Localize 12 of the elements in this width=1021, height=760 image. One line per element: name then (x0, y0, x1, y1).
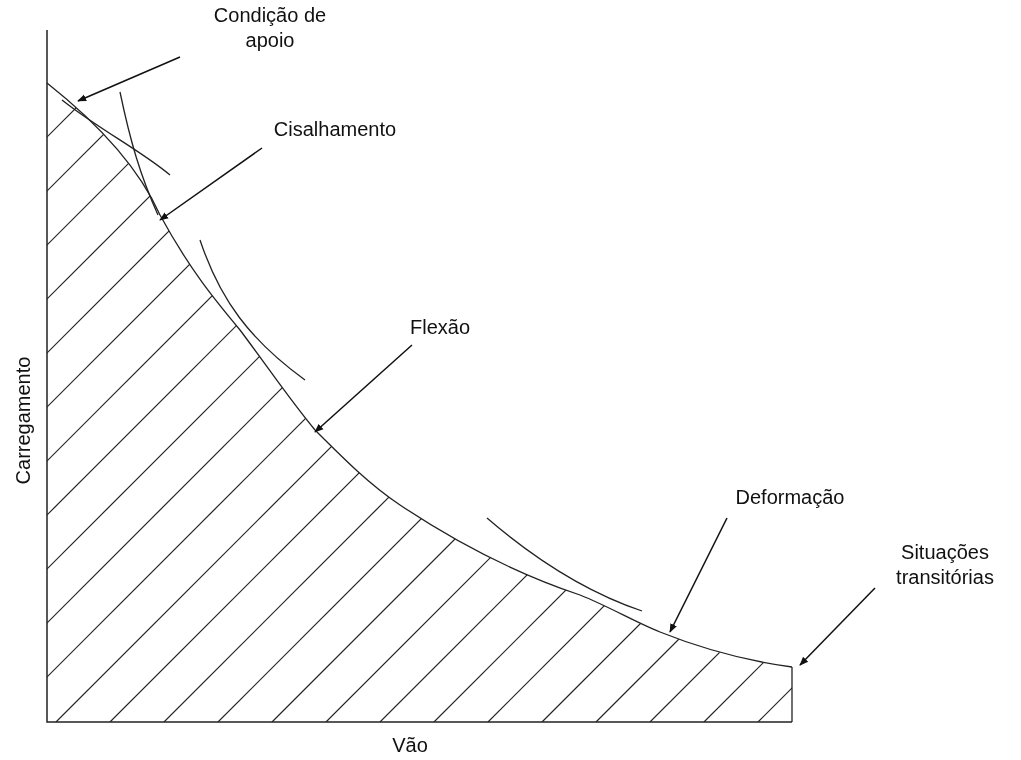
leader-line (669, 517, 728, 633)
callout-label: Situações transitórias (880, 540, 1010, 590)
callout-label: Deformação (725, 485, 855, 510)
leader-line (159, 147, 263, 221)
axis-label: Vão (391, 733, 429, 758)
leader-line (77, 56, 181, 102)
axis-label: Carregamento (10, 355, 35, 487)
leader-line (799, 587, 876, 666)
callout-label: Flexão (400, 315, 480, 340)
callout-label: Cisalhamento (265, 117, 405, 142)
callout-label: Condição de apoio (195, 3, 345, 53)
leader-line (314, 344, 413, 433)
